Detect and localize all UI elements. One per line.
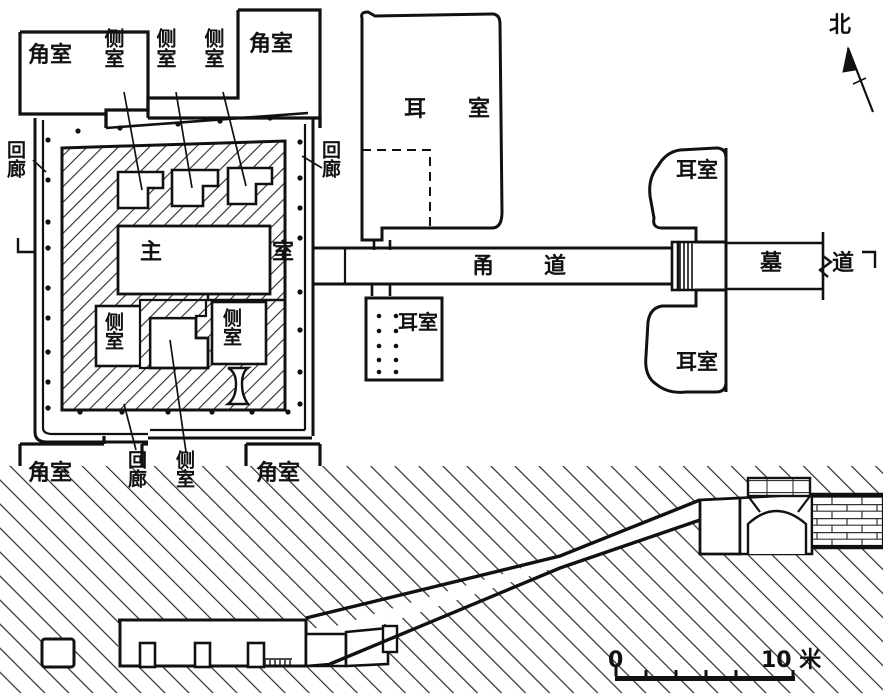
ear-chamber-north-west-label: 耳 室 bbox=[404, 97, 501, 122]
north-label: 北 bbox=[829, 13, 852, 38]
north-arrow bbox=[842, 46, 875, 113]
main-chamber-label: 主 室 bbox=[140, 240, 317, 265]
section-vault-brick-cap bbox=[746, 476, 812, 498]
corner-room-nw-outline-2 bbox=[18, 32, 108, 128]
corridor-left-wall-bottom-turn-inner bbox=[41, 427, 148, 436]
ear-chamber-north-east-outline bbox=[648, 146, 728, 244]
scale-end-label: 10 米 bbox=[761, 648, 822, 673]
corner-room-se-label: 角室 bbox=[256, 461, 301, 486]
passage-blocking-caps bbox=[678, 240, 696, 292]
section-shaft-square bbox=[40, 637, 76, 669]
ear-chamber-sw-artifact-dots bbox=[376, 313, 399, 375]
main-chamber-cavity bbox=[116, 224, 272, 296]
corner-room-ne-outline-2 bbox=[146, 10, 240, 118]
side-room-top-2-cavity bbox=[170, 168, 220, 208]
corner-room-nw-label: 角室 bbox=[28, 43, 73, 68]
ear-chamber-south-east-outline bbox=[644, 288, 728, 394]
corner-room-sw-label: 角室 bbox=[28, 461, 73, 486]
section-vault-arch bbox=[746, 509, 808, 554]
tomb-ramp-break-zigzag bbox=[818, 255, 834, 278]
ear-chamber-sw-door-stub bbox=[370, 284, 392, 296]
corner-room-ne-label: 角室 bbox=[249, 32, 294, 57]
side-room-top-3-label: 侧室 bbox=[201, 28, 225, 68]
ear-chamber-south-west-outline bbox=[364, 296, 444, 382]
section-view bbox=[0, 466, 883, 693]
side-room-bottom-right-label: 侧室 bbox=[220, 308, 242, 346]
register-mark-left bbox=[16, 238, 34, 254]
section-partition-walls bbox=[138, 641, 266, 669]
side-room-top-1-cavity bbox=[116, 170, 165, 210]
core-doorway-notch bbox=[224, 366, 252, 406]
leader-lines bbox=[32, 91, 323, 453]
ear-chamber-north-west-outline bbox=[360, 10, 504, 242]
scale-bar-body bbox=[615, 676, 795, 681]
section-sill-hatch bbox=[264, 658, 292, 667]
ear-chamber-north-east-label: 耳室 bbox=[676, 158, 718, 182]
corridor-bottom-label: 回廊 bbox=[125, 450, 147, 488]
central-chamber-wall-mass bbox=[138, 298, 208, 370]
corridor-pillar-dots-top bbox=[75, 115, 273, 134]
passage-label: 甬 道 bbox=[472, 254, 581, 279]
section-ramp-lower-wall bbox=[329, 518, 701, 666]
passage-blocking-frame bbox=[670, 240, 680, 292]
scale-bar bbox=[614, 666, 795, 681]
corridor-left-label: 回廊 bbox=[4, 140, 26, 178]
ear-chamber-nw-dashed-inner bbox=[362, 149, 431, 228]
section-ramp-floor-link bbox=[305, 662, 331, 668]
corridor-left-wall-bottom-turn bbox=[33, 431, 148, 444]
side-room-bottom-left-label: 侧室 bbox=[102, 312, 124, 350]
corridor-pillar-dots-right bbox=[297, 139, 303, 407]
corridor-pillar-dots-left bbox=[45, 137, 51, 411]
enclosure-top-band-outer bbox=[105, 111, 309, 130]
corner-room-ne-outline-3 bbox=[148, 116, 322, 128]
ear-chamber-south-west-label: 耳室 bbox=[398, 310, 438, 334]
side-room-bottom-right-cavity bbox=[210, 300, 268, 366]
section-ramp-upper-wall bbox=[305, 498, 701, 620]
tomb-ramp-label: 墓 道 bbox=[760, 251, 869, 276]
side-room-bottom-center-label: 侧室 bbox=[173, 450, 195, 488]
passage-blocking-stones bbox=[679, 242, 693, 290]
main-chamber-east-link bbox=[206, 294, 285, 302]
section-vault-haunch bbox=[747, 495, 811, 513]
side-room-top-2-label: 侧室 bbox=[153, 28, 177, 68]
scale-start-label: 0 bbox=[608, 648, 624, 673]
corridor-right-label: 回廊 bbox=[319, 140, 341, 178]
tomb-ramp-break-bracket bbox=[862, 250, 877, 268]
side-room-top-1-label: 侧室 bbox=[101, 28, 125, 68]
corner-room-ne-outline bbox=[238, 8, 322, 128]
ear-chamber-south-east-label: 耳室 bbox=[676, 350, 718, 374]
scale-bar-ticks bbox=[614, 666, 795, 676]
section-brick-wall bbox=[810, 494, 883, 548]
side-room-top-3-cavity bbox=[226, 166, 274, 206]
section-entrance-box bbox=[698, 496, 742, 556]
